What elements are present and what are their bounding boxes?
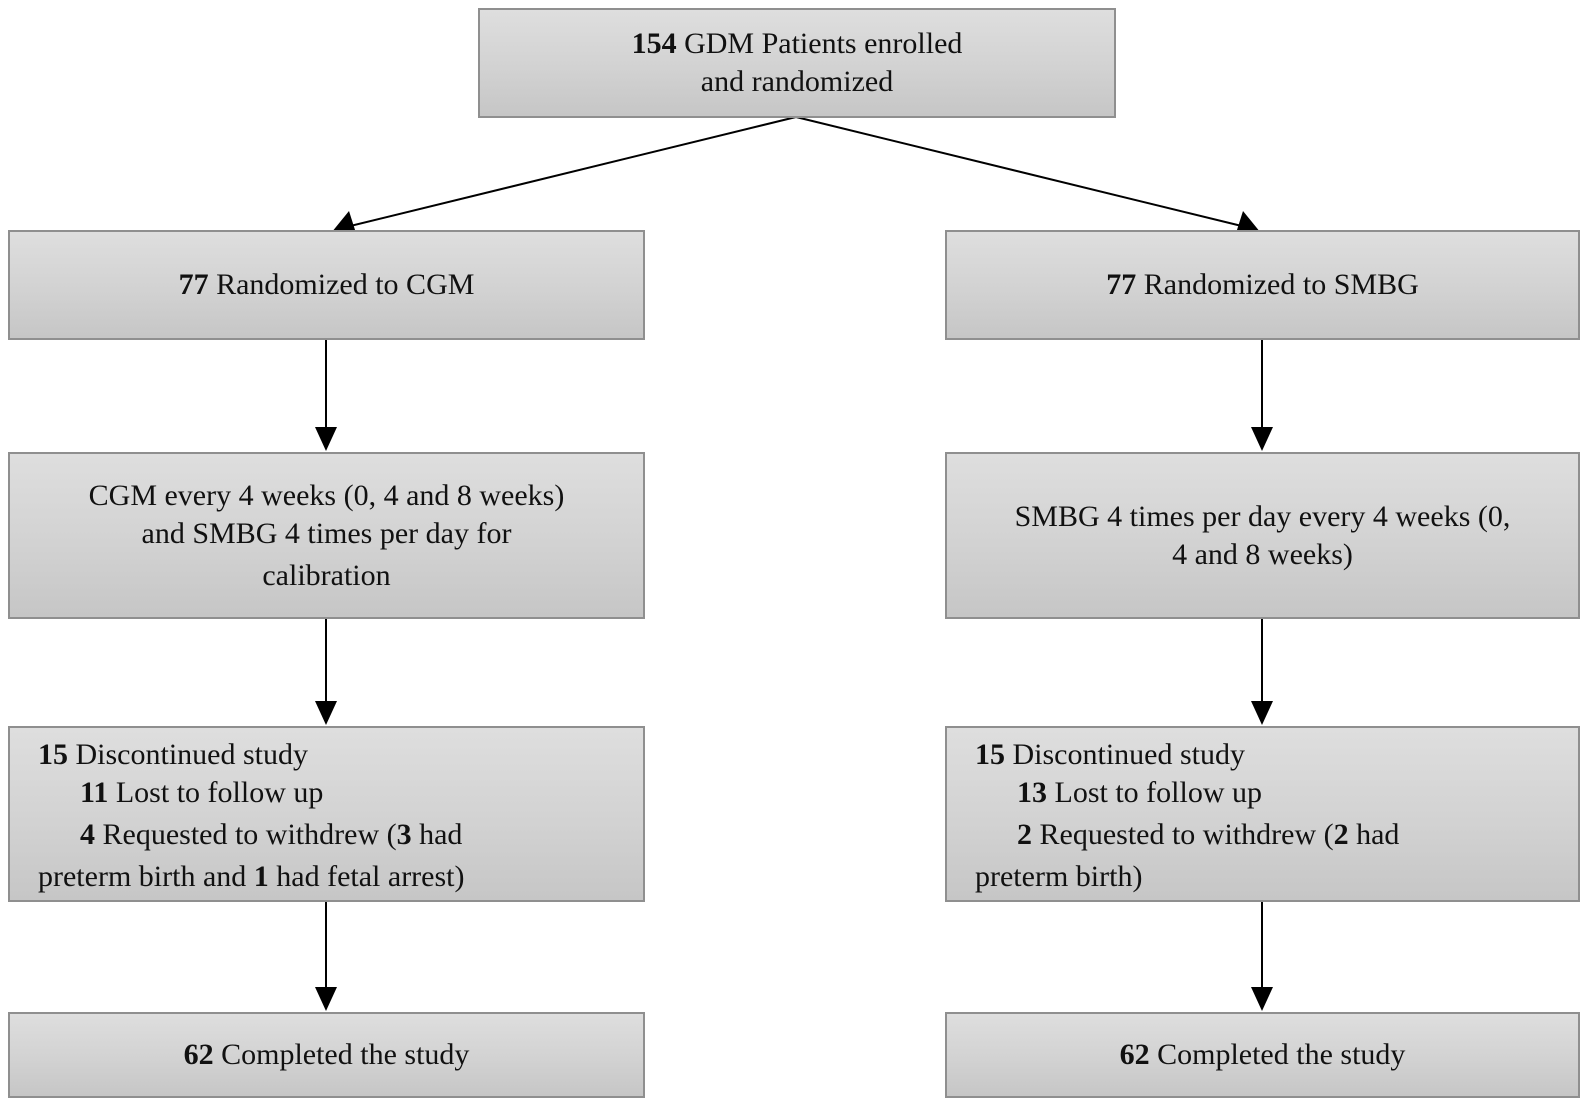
cgm-lost-text: Lost to follow up [108,776,324,809]
smbg-completed-box: 62 Completed the study [945,1012,1580,1098]
arrowhead-left-1 [315,427,337,451]
arrowhead-left-2 [315,701,337,725]
cgm-withdrew-line: 4 Requested to withdrew (3 had [38,816,643,854]
arrowhead-right-2 [1251,701,1273,725]
enrolled-box: 154 GDM Patients enrolled and randomized [478,8,1116,118]
smbg-lost-text: Lost to follow up [1047,776,1263,809]
smbg-intervention-box: SMBG 4 times per day every 4 weeks (0, 4… [945,452,1580,619]
cgm-reason-line-2: preterm birth and 1 had fetal arrest) [38,858,643,896]
cgm-randomized-count: 77 [178,268,209,301]
cgm-randomized-text: Randomized to CGM [208,268,475,301]
smbg-lost-count: 13 [1017,776,1047,809]
smbg-discontinued-count: 15 [975,738,1005,771]
cgm-lost-line: 11 Lost to follow up [38,774,643,812]
cgm-reason-line2-a: preterm birth and [38,860,254,893]
enrolled-text: GDM Patients enrolled [676,27,963,60]
arrowhead-right-1 [1251,427,1273,451]
cgm-reason-text-2: had fetal arrest) [268,860,465,893]
smbg-discontinued-box: 15 Discontinued study 13 Lost to follow … [945,726,1580,902]
arrowhead-left-3 [315,987,337,1011]
cgm-discontinued-line: 15 Discontinued study [38,736,643,774]
cgm-reason-count-2: 1 [253,860,269,893]
enrolled-line-2: and randomized [700,65,894,98]
smbg-randomized-text: Randomized to SMBG [1136,268,1419,301]
cgm-intervention-line-1: CGM every 4 weeks (0, 4 and 8 weeks) [88,478,565,512]
cgm-discontinued-count: 15 [38,738,68,771]
cgm-completed-count: 62 [183,1038,214,1071]
cgm-intervention-line-3: calibration [262,558,391,592]
cgm-randomized-box: 77 Randomized to CGM [8,230,645,340]
smbg-withdrew-line: 2 Requested to withdrew (2 had [975,816,1578,854]
cgm-intervention-box: CGM every 4 weeks (0, 4 and 8 weeks) and… [8,452,645,619]
cgm-discontinued-text: Discontinued study [68,738,309,771]
smbg-intervention-line-2: 4 and 8 weeks) [1172,537,1353,571]
cgm-withdrew-count: 4 [80,818,95,851]
cgm-withdrew-text: Requested to withdrew ( [95,818,397,851]
smbg-reason-count-1: 2 [1333,818,1349,851]
smbg-completed-text: Completed the study [1149,1038,1406,1071]
smbg-randomized-count: 77 [1106,268,1137,301]
smbg-withdrew-count: 2 [1017,818,1032,851]
arrow-top-to-cgm [337,116,797,230]
smbg-reason-line-2: preterm birth) [975,860,1143,893]
cgm-discontinued-box: 15 Discontinued study 11 Lost to follow … [8,726,645,902]
smbg-discontinued-line: 15 Discontinued study [975,736,1578,774]
smbg-withdrew-text: Requested to withdrew ( [1032,818,1334,851]
cgm-reason-text-1: had [411,818,463,851]
enrolled-count: 154 [631,27,677,60]
cgm-completed-text: Completed the study [213,1038,470,1071]
smbg-reason-text-1: had [1348,818,1400,851]
cgm-intervention-line-2: and SMBG 4 times per day for [141,516,512,550]
smbg-completed-count: 62 [1119,1038,1150,1071]
smbg-randomized-box: 77 Randomized to SMBG [945,230,1580,340]
cgm-lost-count: 11 [80,776,109,809]
smbg-lost-line: 13 Lost to follow up [975,774,1578,812]
arrow-top-to-smbg [795,116,1255,230]
enrolled-line-1: 154 GDM Patients enrolled [632,25,963,63]
arrowhead-right-3 [1251,987,1273,1011]
smbg-intervention-line-1: SMBG 4 times per day every 4 weeks (0, [1014,499,1511,533]
cgm-completed-box: 62 Completed the study [8,1012,645,1098]
smbg-discontinued-text: Discontinued study [1005,738,1246,771]
cgm-reason-count-1: 3 [396,818,412,851]
